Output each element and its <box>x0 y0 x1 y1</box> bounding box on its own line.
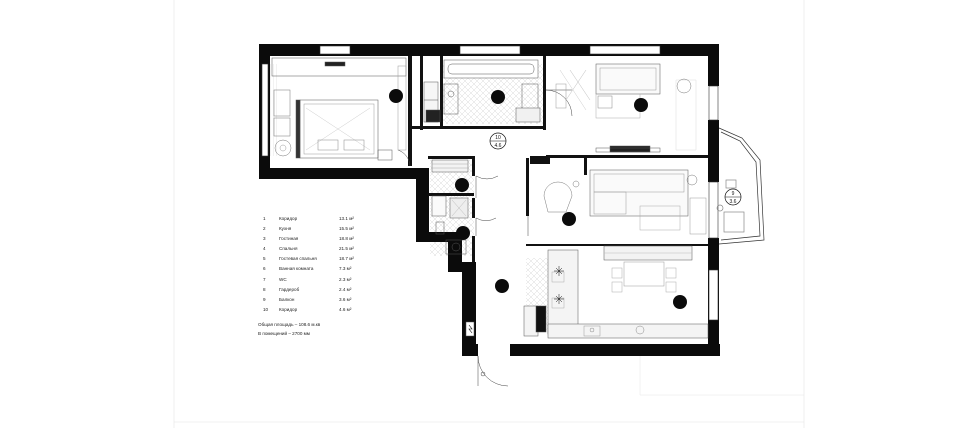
schedule-row: 6 Ванная комната 7.3 м² <box>258 264 368 274</box>
schedule-name: Гостевая спальня <box>279 256 317 262</box>
schedule-num: 1 <box>263 216 266 221</box>
schedule-row: 7 WC 2.3 м² <box>258 275 368 285</box>
construction-lines <box>639 350 804 396</box>
room-marker-10-id: 10 <box>495 135 501 141</box>
room-dot-7 <box>456 226 470 240</box>
schedule-area: 2.4 м² <box>339 286 352 292</box>
schedule-area: 4.6 м² <box>339 306 352 312</box>
room-schedule: 1 Коридор 13.1 м² 2 Кухня 15.5 м² 3 Гост… <box>258 214 368 339</box>
schedule-name: Спальня <box>279 246 298 252</box>
schedule-name: Балкон <box>279 296 295 302</box>
schedule-area: 18.7 м² <box>339 256 354 262</box>
schedule-area: 15.5 м² <box>339 226 354 232</box>
page-frame-lines <box>173 0 805 428</box>
windows <box>261 45 719 321</box>
schedule-area: 7.3 м² <box>339 266 352 272</box>
room-marker-9-id: 9 <box>732 191 735 197</box>
schedule-name: Кухня <box>279 226 292 232</box>
schedule-num: 2 <box>263 226 266 232</box>
schedule-row: 5 Гостевая спальня 18.7 м² <box>258 254 368 264</box>
schedule-area: 21.5 м² <box>339 246 354 252</box>
room-dot-3 <box>562 212 576 226</box>
schedule-name: WC <box>279 276 287 282</box>
schedule-area: 3.6 м² <box>339 296 352 302</box>
schedule-num: 6 <box>263 266 266 272</box>
schedule-row: 2 Кухня 15.5 м² <box>258 224 368 234</box>
room-dot-8 <box>455 178 469 192</box>
schedule-row: 9 Балкон 3.6 м² <box>258 295 368 305</box>
room-dot-4 <box>389 89 403 103</box>
schedule-area: 18.8 м² <box>339 236 354 242</box>
schedule-name: Гостиная <box>279 236 299 242</box>
room-dot-5 <box>634 98 648 112</box>
interior-walls <box>408 56 708 262</box>
schedule-num: 8 <box>263 286 266 292</box>
kitchen-furniture <box>523 245 709 339</box>
doors <box>397 89 573 387</box>
schedule-num: 4 <box>263 246 266 252</box>
schedule-row: 8 Гардероб 2.4 м² <box>258 285 368 295</box>
schedule-num: 3 <box>263 236 266 242</box>
total-area: Общая площадь – 108.6 м.кв <box>258 321 321 327</box>
room-dots <box>389 89 687 309</box>
room-marker-10-area: 4.6 <box>495 143 502 149</box>
schedule-name: Гардероб <box>279 286 300 292</box>
guest-bedroom-furniture <box>555 63 697 153</box>
schedule-name: Коридор <box>279 216 298 221</box>
schedule-area: 2.3 м² <box>339 276 352 282</box>
schedule-name: Коридор <box>279 306 298 312</box>
schedule-row: 1 Коридор 13.1 м² <box>258 214 368 224</box>
balcony <box>716 127 765 245</box>
schedule-name: Ванная комната <box>279 266 314 272</box>
bathroom-furniture <box>423 59 541 123</box>
schedule-row: 4 Спальня 21.5 м² <box>258 244 368 254</box>
bedroom-furniture <box>271 57 407 161</box>
schedule-row: 3 Гостиная 18.8 м² <box>258 234 368 244</box>
living-room-furniture <box>543 169 707 235</box>
room-dot-2 <box>673 295 687 309</box>
ceiling-height: В помещений – 2700 мм <box>258 330 310 336</box>
electric-panel <box>465 321 475 337</box>
schedule-row: 10 Коридор 4.6 м² <box>258 305 368 315</box>
schedule-area: 13.1 м² <box>339 216 354 221</box>
room-marker-9: 9 3.6 <box>724 188 742 206</box>
room-dot-6 <box>491 90 505 104</box>
schedule-num: 5 <box>263 256 266 262</box>
room-dot-1 <box>495 279 509 293</box>
schedule-num: 10 <box>263 306 269 312</box>
schedule-num: 7 <box>263 276 266 282</box>
wc-furniture <box>431 159 469 255</box>
room-marker-9-area: 3.6 <box>730 199 737 205</box>
room-marker-10: 10 4.6 <box>489 132 507 150</box>
schedule-num: 9 <box>263 296 266 302</box>
